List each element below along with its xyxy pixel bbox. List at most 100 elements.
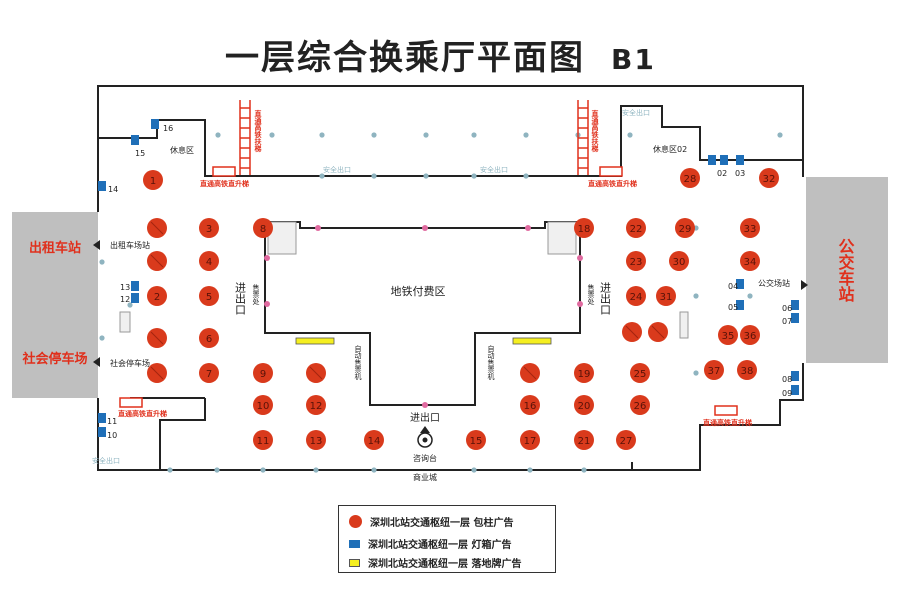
ticket-right: 售票处: [587, 283, 595, 306]
pillar-1: [143, 170, 163, 190]
safety-exit-4: 安全出口: [92, 456, 120, 465]
pillar-label-21: 21: [578, 436, 591, 447]
lightbox-01: [708, 155, 716, 165]
pillar-label-19: 19: [578, 369, 591, 380]
pillar-31: [656, 286, 676, 306]
pillar-13: [306, 430, 326, 450]
lightbox-label-12: 12: [120, 295, 130, 304]
pillar-label-25: 25: [634, 369, 647, 380]
lightbox-label-10: 10: [107, 431, 117, 440]
pillar-label-5: 5: [206, 292, 212, 303]
legend-label: 深圳北站交通枢纽一层 包柱广告: [370, 518, 514, 529]
floor-code: B1: [611, 43, 656, 76]
pillar-4: [199, 251, 219, 271]
pillar-label-1: 1: [150, 176, 156, 187]
pillar-label-30: 30: [673, 257, 686, 268]
safety-exit-1: 安全出口: [323, 165, 351, 174]
lightbox-09: [791, 385, 799, 395]
pillar-33: [740, 218, 760, 238]
lightbox-15: [131, 135, 139, 145]
lightbox-label-03: 03: [735, 169, 745, 178]
pillar-label-28: 28: [684, 174, 697, 185]
pillar-label-12: 12: [310, 401, 323, 412]
floor-sign-1: [295, 337, 335, 345]
pillar-label-36: 36: [744, 331, 757, 342]
pillar-7: [199, 363, 219, 383]
pillar-11: [253, 430, 273, 450]
lightbox-label-13: 13: [120, 283, 130, 292]
pillar-37: [704, 360, 724, 380]
pillar-25: [630, 363, 650, 383]
hsr-elevator-4: 直通高铁直升梯: [703, 418, 752, 427]
lightbox-03: [736, 155, 744, 165]
pillar-label-20: 20: [578, 401, 591, 412]
lightbox-11: [98, 413, 106, 423]
lightbox-label-09: 09: [782, 389, 792, 398]
safety-exit-3: 安全出口: [622, 108, 650, 117]
pillar-label-18: 18: [578, 224, 591, 235]
safety-exit-2: 安全出口: [480, 165, 508, 174]
hsr-elevator-1: 直通高铁直升梯: [200, 179, 249, 188]
lightbox-08: [791, 371, 799, 381]
rest-area-left: 休息区: [170, 145, 194, 155]
lightbox-12: [131, 293, 139, 303]
taxi-label: 出租车站: [29, 240, 81, 256]
ticket-left: 售票处: [252, 283, 260, 306]
lightbox-label-11: 11: [107, 417, 117, 426]
bus-lot-label: 公交场站: [758, 278, 790, 288]
pillar-29: [675, 218, 695, 238]
pillar-label-2: 2: [154, 292, 160, 303]
lightbox-16: [151, 119, 159, 129]
paid-zone-outline: [264, 221, 581, 406]
info-label: 咨询台: [413, 453, 437, 463]
lightbox-label-06: 06: [782, 304, 792, 313]
pillar-3: [199, 218, 219, 238]
pillar-36: [740, 325, 760, 345]
pillar-label-11: 11: [257, 436, 270, 447]
rest-area-right: 休息区02: [653, 144, 687, 154]
bus-label: 公交车站: [836, 238, 855, 303]
pillar-9: [253, 363, 273, 383]
pillar-24: [626, 286, 646, 306]
legend: 深圳北站交通枢纽一层 包柱广告 深圳北站交通枢纽一层 灯箱广告 深圳北站交通枢纽…: [338, 505, 556, 573]
pillar-34: [740, 251, 760, 271]
pillar-6: [199, 328, 219, 348]
lightbox-14: [98, 181, 106, 191]
lightbox-label-05: 05: [728, 303, 738, 312]
pillar-label-9: 9: [260, 369, 266, 380]
parking-label: 社会停车场: [21, 351, 87, 367]
paid-zone-label: 地铁付费区: [391, 285, 446, 298]
arrow-entrance-icon: [420, 426, 430, 433]
pillar-label-37: 37: [708, 366, 721, 377]
pillar-22: [626, 218, 646, 238]
mall-label: 商业城: [413, 472, 437, 482]
pillar-2: [147, 286, 167, 306]
pillar-18: [574, 218, 594, 238]
hsr-elevator-2: 直通高铁直升梯: [588, 179, 637, 188]
pillar-label-3: 3: [206, 224, 212, 235]
legend-item-pillar: 深圳北站交通枢纽一层 包柱广告: [349, 514, 513, 529]
bus-zone: [806, 177, 888, 363]
pillar-12: [306, 395, 326, 415]
pillar-label-34: 34: [744, 257, 757, 268]
lightbox-02: [720, 155, 728, 165]
lightbox-07: [791, 313, 799, 323]
lightbox-label-08: 08: [782, 375, 792, 384]
lightbox-label-07: 07: [782, 317, 792, 326]
lightbox-label-16: 16: [163, 124, 173, 133]
pillar-label-38: 38: [741, 366, 754, 377]
pillar-27: [616, 430, 636, 450]
hsr-escalator-left: 直通高铁扶梯: [254, 109, 263, 153]
lightbox-label-04: 04: [728, 282, 738, 291]
parking-lot-label: 社会停车场: [110, 358, 150, 368]
pillar-23: [626, 251, 646, 271]
pillar-label-6: 6: [206, 334, 212, 345]
pillar-swatch-icon: [349, 515, 362, 528]
pillar-21: [574, 430, 594, 450]
pillar-label-35: 35: [722, 331, 735, 342]
auto-gate-right: 自动售票机: [487, 344, 495, 381]
pillar-label-10: 10: [257, 401, 270, 412]
pillar-label-33: 33: [744, 224, 757, 235]
